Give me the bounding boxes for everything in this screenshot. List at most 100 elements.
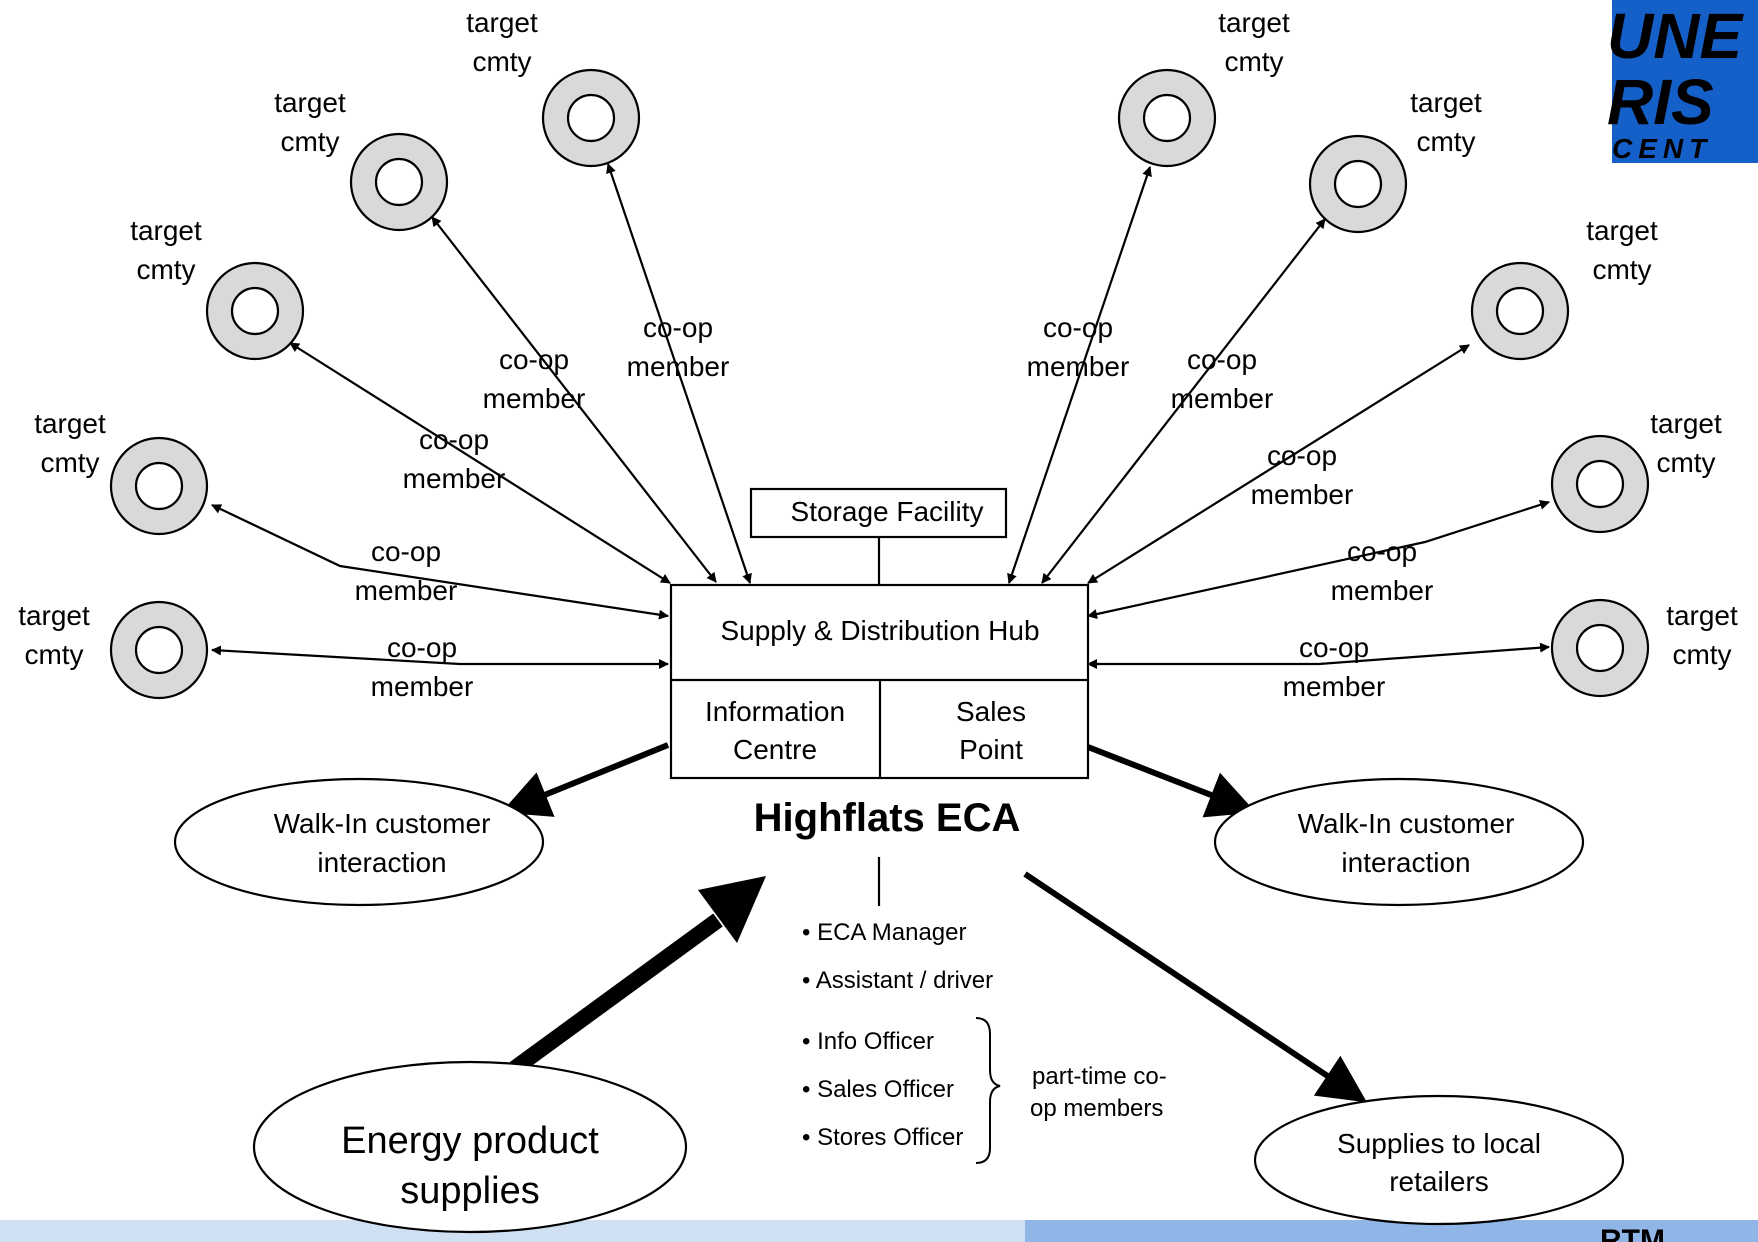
- walk-in-right-ellipse: [1213, 777, 1585, 907]
- hub-title: Highflats ECA: [754, 796, 1021, 840]
- target-community: [205, 261, 305, 361]
- coop-label: member: [1251, 479, 1354, 510]
- footer-text: RTM: [1600, 1224, 1665, 1242]
- coop-label: member: [1027, 351, 1130, 382]
- target-label: target: [466, 7, 538, 38]
- target-label: cmty: [1416, 126, 1475, 157]
- target-label: cmty: [136, 254, 195, 285]
- staff-list: • ECA Manager • Assistant / driver • Inf…: [802, 919, 1167, 1164]
- coop-label: co-op: [1043, 312, 1113, 343]
- target-label: cmty: [24, 639, 83, 670]
- part-time-label-1: part-time co-: [1032, 1063, 1167, 1090]
- coop-label: member: [1331, 575, 1434, 606]
- storage-facility-label: Storage Facility: [791, 496, 984, 527]
- target-label: cmty: [472, 46, 531, 77]
- thick-arrows: [491, 742, 1367, 1103]
- energy-supplies-label-2: supplies: [400, 1170, 539, 1212]
- logo-background: [1612, 0, 1758, 163]
- coop-label: member: [1283, 671, 1386, 702]
- logo-line-3: CENT: [1612, 133, 1712, 164]
- walk-in-left-ellipse: [173, 777, 545, 907]
- coop-label: co-op: [1299, 632, 1369, 663]
- supply-hub-label: Supply & Distribution Hub: [720, 615, 1039, 646]
- arrow-energy-supplies: [491, 913, 723, 1089]
- target-label: cmty: [40, 447, 99, 478]
- part-time-label-2: op members: [1030, 1095, 1163, 1122]
- coop-label: co-op: [371, 536, 441, 567]
- target-label: cmty: [1224, 46, 1283, 77]
- target-community-rings: [109, 68, 1650, 700]
- staff-item: • Sales Officer: [802, 1076, 954, 1103]
- link-line-l1: [211, 645, 669, 669]
- target-community: [1308, 134, 1408, 234]
- target-label: cmty: [1672, 639, 1731, 670]
- target-labels: target cmty target cmty target cmty targ…: [18, 7, 1738, 670]
- walk-in-left-label-1: Walk-In customer: [274, 808, 491, 839]
- arrow-retailers: [1023, 871, 1367, 1103]
- energy-supplies-ellipse: [252, 1060, 688, 1234]
- info-centre-label-1: Information: [705, 696, 845, 727]
- coop-label: member: [371, 671, 474, 702]
- local-retailers-ellipse: [1253, 1094, 1625, 1226]
- walk-in-left-label-2: interaction: [317, 847, 446, 878]
- local-retailers-label-1: Supplies to local: [1337, 1128, 1541, 1159]
- sales-point-label-1: Sales: [956, 696, 1026, 727]
- target-community: [541, 68, 641, 168]
- logo-line-2: RIS: [1607, 66, 1714, 138]
- logo: UNE RIS CENT: [1607, 0, 1758, 164]
- hub: Storage Facility Supply & Distribution H…: [669, 487, 1090, 906]
- staff-item: • Assistant / driver: [802, 967, 993, 994]
- connectors: [211, 163, 1550, 669]
- energy-supplies-label-1: Energy product: [341, 1120, 599, 1162]
- coop-label: member: [483, 383, 586, 414]
- arrow-walkin-right: [1086, 744, 1256, 818]
- coop-label: co-op: [1347, 536, 1417, 567]
- walk-in-right-label-1: Walk-In customer: [1298, 808, 1515, 839]
- coop-labels: co-op member co-op member co-op member c…: [355, 312, 1434, 702]
- target-label: cmty: [1592, 254, 1651, 285]
- target-label: cmty: [280, 126, 339, 157]
- target-community: [1470, 261, 1570, 361]
- coop-label: member: [355, 575, 458, 606]
- target-label: target: [18, 600, 90, 631]
- arrow-walkin-left: [501, 742, 670, 817]
- info-centre-label-2: Centre: [733, 734, 817, 765]
- coop-label: co-op: [643, 312, 713, 343]
- coop-label: co-op: [419, 424, 489, 455]
- target-community: [1550, 598, 1650, 698]
- target-label: target: [1586, 215, 1658, 246]
- arrow-energy-head: [698, 876, 766, 943]
- sales-point-label-2: Point: [959, 734, 1023, 765]
- walk-in-right: Walk-In customer interaction: [1213, 777, 1585, 907]
- energy-supplies: Energy product supplies: [252, 1060, 688, 1234]
- storage-facility-box: [749, 487, 1008, 539]
- coop-label: co-op: [1267, 440, 1337, 471]
- link-line-l5: [606, 163, 752, 584]
- target-community: [349, 132, 449, 232]
- link-line-r5: [1087, 642, 1550, 669]
- target-community: [1550, 434, 1650, 534]
- coop-label: co-op: [387, 632, 457, 663]
- staff-item: • ECA Manager: [802, 919, 966, 946]
- target-label: cmty: [1656, 447, 1715, 478]
- target-label: target: [1650, 408, 1722, 439]
- coop-label: member: [627, 351, 730, 382]
- staff-item: • Stores Officer: [802, 1124, 963, 1151]
- coop-label: member: [1171, 383, 1274, 414]
- logo-line-1: UNE: [1607, 0, 1744, 72]
- target-community: [109, 600, 209, 700]
- target-community: [1117, 68, 1217, 168]
- staff-brace: [975, 1017, 1001, 1164]
- target-community: [109, 436, 209, 536]
- staff-item: • Info Officer: [802, 1028, 934, 1055]
- target-label: target: [1666, 600, 1738, 631]
- target-label: target: [1218, 7, 1290, 38]
- walk-in-left: Walk-In customer interaction: [173, 777, 545, 907]
- coop-label: member: [403, 463, 506, 494]
- coop-label: co-op: [499, 344, 569, 375]
- local-retailers: Supplies to local retailers: [1253, 1094, 1625, 1226]
- target-label: target: [1410, 87, 1482, 118]
- target-label: target: [274, 87, 346, 118]
- local-retailers-label-2: retailers: [1389, 1166, 1489, 1197]
